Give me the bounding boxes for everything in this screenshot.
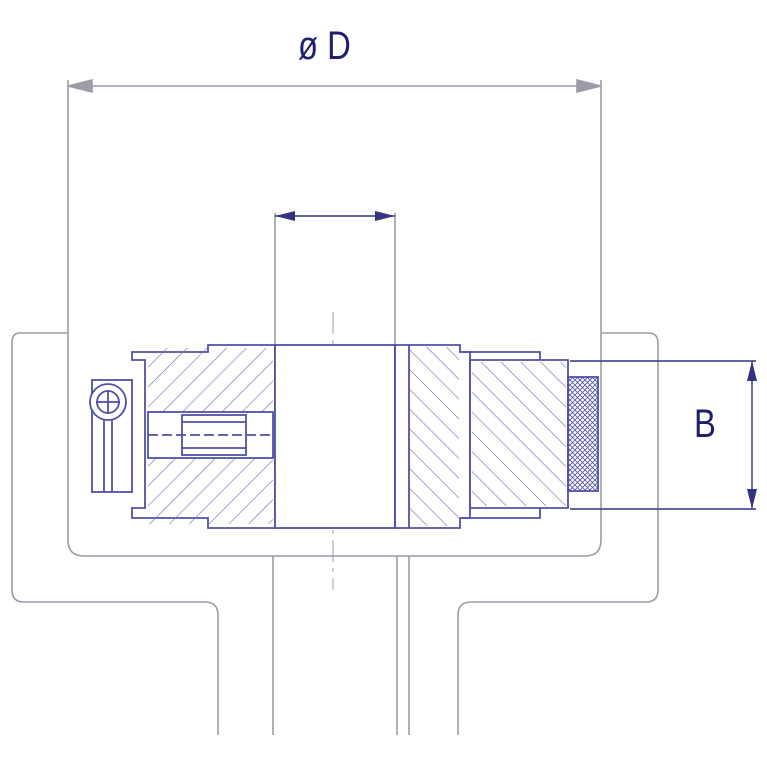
arrow-top-b (747, 361, 757, 381)
friction-ring-hatch (472, 362, 566, 506)
right-cap (462, 351, 541, 519)
arrow-bottom-b (747, 489, 757, 509)
knurled-nut (567, 376, 599, 492)
dimension-d (67, 78, 602, 333)
friction-ring (469, 359, 569, 509)
clutch-assembly (89, 344, 599, 529)
shaft-bore (274, 344, 396, 529)
shaft (274, 211, 396, 590)
housing-inner-outline (67, 333, 602, 557)
shaft-arrow-right (375, 211, 395, 221)
housing (11, 332, 659, 735)
shaft-arrow-left (275, 211, 295, 221)
width-label: B (694, 402, 716, 446)
housing-outline (11, 332, 659, 735)
diameter-label: ø D (298, 24, 351, 68)
dimension-b (570, 360, 757, 510)
right-hub-hatch (409, 347, 459, 526)
arrow-left-d (67, 78, 93, 94)
arrow-right-d (576, 78, 602, 94)
